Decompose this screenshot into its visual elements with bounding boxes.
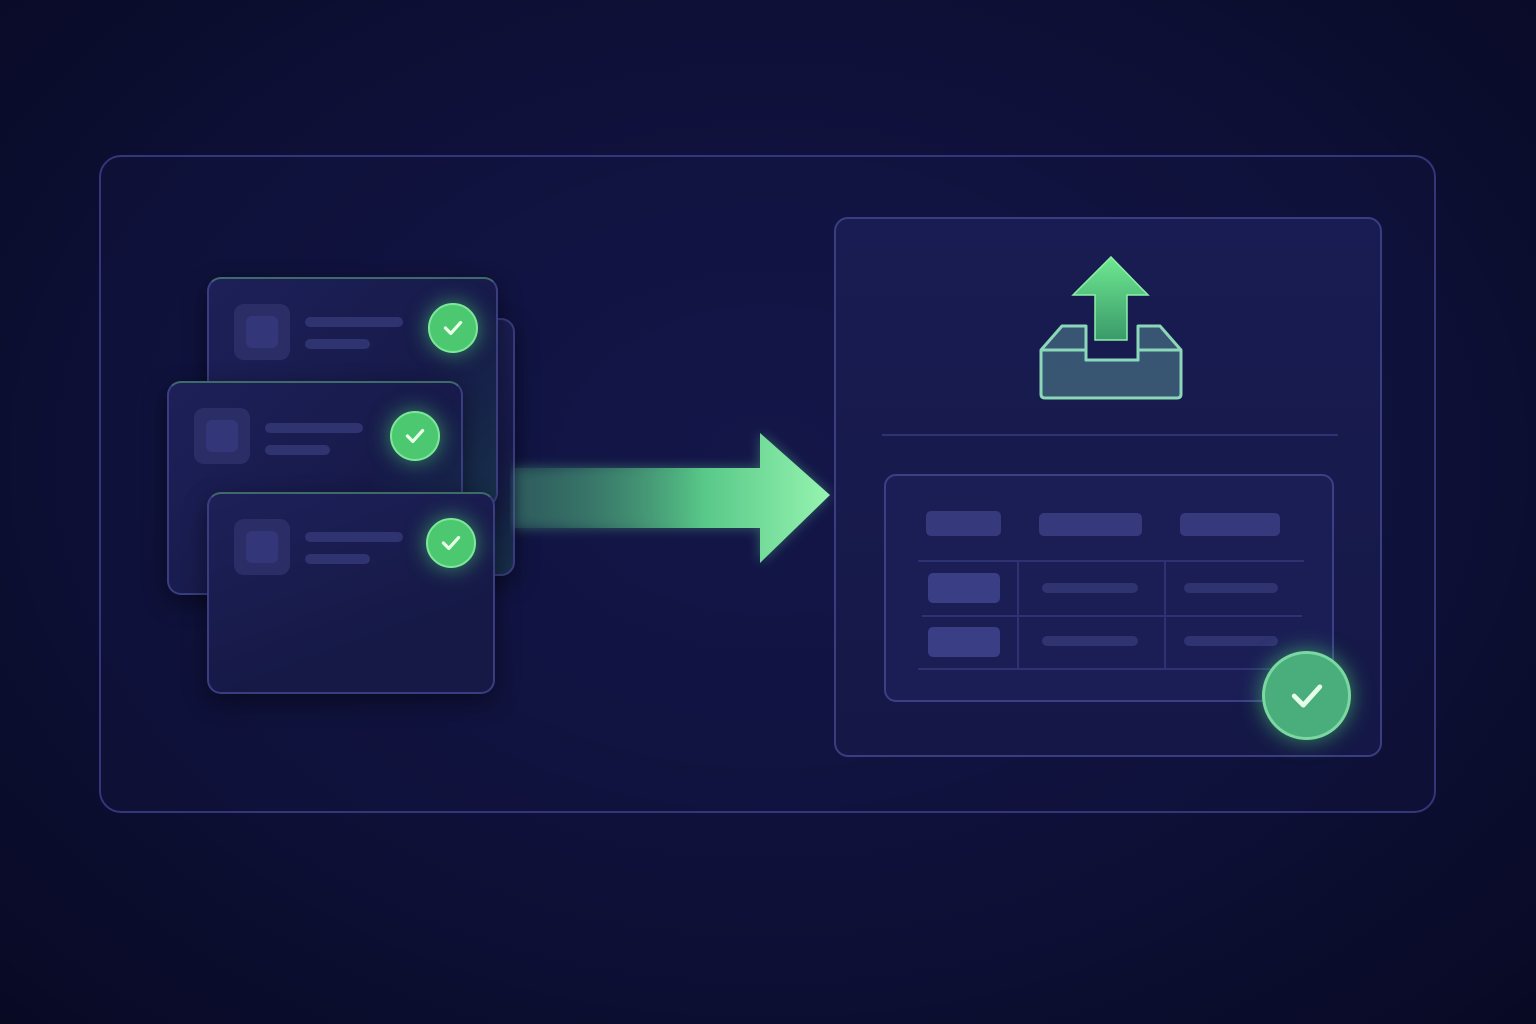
upload-tray-icon xyxy=(1039,255,1183,400)
thumbnail xyxy=(234,519,290,575)
row-divider xyxy=(918,668,1304,670)
cell-text xyxy=(1042,583,1138,593)
cell-text xyxy=(1184,583,1278,593)
divider xyxy=(882,434,1338,436)
text-placeholder xyxy=(265,423,363,433)
check-circle-icon xyxy=(426,518,476,568)
header-cell xyxy=(926,511,1001,536)
text-placeholder xyxy=(305,317,403,327)
row-divider xyxy=(918,560,1304,562)
cell-text xyxy=(1042,636,1138,646)
thumbnail xyxy=(194,408,250,464)
text-placeholder xyxy=(305,554,370,564)
cell xyxy=(928,627,1000,657)
column-divider xyxy=(1017,562,1019,670)
cell xyxy=(928,573,1000,603)
check-circle-icon xyxy=(1262,651,1351,740)
check-circle-icon xyxy=(428,303,478,353)
text-placeholder xyxy=(265,445,330,455)
data-table xyxy=(884,474,1334,702)
cell-text xyxy=(1184,636,1278,646)
header-cell xyxy=(1180,513,1280,536)
check-circle-icon xyxy=(390,411,440,461)
row-divider xyxy=(922,615,1302,617)
arrow-right-icon xyxy=(515,433,830,563)
text-placeholder xyxy=(305,339,370,349)
text-placeholder xyxy=(305,532,403,542)
header-cell xyxy=(1039,513,1142,536)
column-divider xyxy=(1164,562,1166,670)
thumbnail xyxy=(234,304,290,360)
